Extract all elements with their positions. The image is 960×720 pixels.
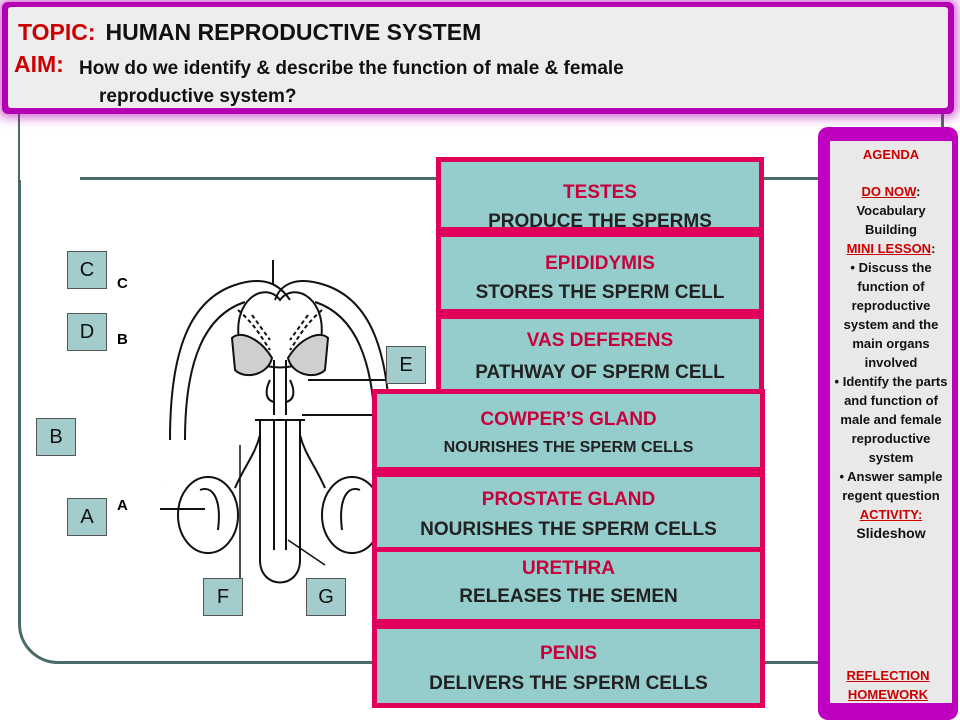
card-function: NOURISHES THE SPERM CELLS: [420, 519, 717, 540]
aim-line-1: How do we identify & describe the functi…: [79, 58, 624, 79]
card-title: URETHRA: [522, 558, 615, 579]
card-function: PATHWAY OF SPERM CELL: [475, 362, 725, 383]
card-title: EPIDIDYMIS: [545, 253, 655, 274]
card-title: PENIS: [539, 643, 598, 664]
male-reproductive-diagram: [160, 260, 395, 600]
topic-value: HUMAN REPRODUCTIVE SYSTEM: [105, 19, 482, 45]
card-title: COWPER’S GLAND: [480, 409, 657, 430]
agenda-bullet-1: • Discuss the function of reproductive s…: [843, 260, 939, 370]
agenda-activity-text: Slideshow: [856, 525, 926, 541]
card-prostate-gland[interactable]: PROSTATE GLAND NOURISHES THE SPERM CELLS: [372, 472, 765, 552]
card-vas-deferens[interactable]: VAS DEFERENS PATHWAY OF SPERM CELL: [436, 314, 764, 398]
card-function: DELIVERS THE SPERM CELLS: [429, 673, 708, 694]
card-function: PRODUCE THE SPERMS: [488, 211, 712, 232]
card-title: VAS DEFERENS: [526, 330, 674, 351]
agenda-activity-label: ACTIVITY:: [859, 507, 923, 522]
agenda-reflection[interactable]: REFLECTION: [846, 668, 930, 683]
topic-line: TOPIC: HUMAN REPRODUCTIVE SYSTEM: [18, 19, 481, 46]
agenda-bullet-3: • Answer sample regent question: [839, 469, 943, 503]
label-e[interactable]: E: [386, 346, 426, 384]
card-epididymis[interactable]: EPIDIDYMIS STORES THE SPERM CELL: [436, 232, 764, 314]
agenda-footer: REFLECTION HOMEWORK: [818, 666, 958, 704]
topic-key: TOPIC:: [18, 19, 96, 45]
agenda-bullet-2: • Identify the parts and function of mal…: [834, 374, 948, 465]
title-banner-inner: TOPIC: HUMAN REPRODUCTIVE SYSTEM AIM: How…: [8, 7, 948, 108]
label-a[interactable]: A: [67, 498, 107, 536]
aim-text: How do we identify & describe the functi…: [79, 55, 799, 111]
label-b[interactable]: B: [36, 418, 76, 456]
do-now-label: DO NOW: [861, 184, 917, 199]
aim-key: AIM:: [14, 51, 64, 77]
diagram-letter-b: B: [117, 331, 128, 348]
aim-line-2: reproductive system?: [99, 86, 297, 107]
agenda-do-now: DO NOW:: [861, 184, 921, 199]
card-testes[interactable]: TESTES PRODUCE THE SPERMS: [436, 157, 764, 232]
agenda-content: AGENDA DO NOW: Vocabulary Building MINI …: [830, 141, 952, 703]
title-banner: TOPIC: HUMAN REPRODUCTIVE SYSTEM AIM: How…: [2, 2, 954, 114]
card-function: STORES THE SPERM CELL: [475, 282, 725, 303]
card-cowpers-gland[interactable]: COWPER’S GLAND NOURISHES THE SPERM CELLS: [372, 389, 765, 472]
card-urethra[interactable]: URETHRA RELEASES THE SEMEN: [372, 540, 765, 624]
label-f[interactable]: F: [203, 578, 243, 616]
agenda-mini-lesson: MINI LESSON:: [846, 241, 936, 256]
card-function: RELEASES THE SEMEN: [459, 586, 678, 607]
diagram-letter-a: A: [117, 497, 128, 514]
card-title: PROSTATE GLAND: [481, 489, 656, 510]
label-g[interactable]: G: [306, 578, 346, 616]
card-penis[interactable]: PENIS DELIVERS THE SPERM CELLS: [372, 624, 765, 708]
agenda-do-now-text: Vocabulary Building: [856, 203, 926, 237]
label-c[interactable]: C: [67, 251, 107, 289]
card-title: TESTES: [563, 182, 637, 203]
agenda-homework[interactable]: HOMEWORK: [847, 687, 929, 702]
agenda-title: AGENDA: [862, 147, 920, 162]
agenda-panel: AGENDA DO NOW: Vocabulary Building MINI …: [818, 127, 958, 720]
card-function: NOURISHES THE SPERM CELLS: [443, 439, 694, 456]
label-d[interactable]: D: [67, 313, 107, 351]
mini-lesson-label: MINI LESSON: [846, 241, 932, 256]
diagram-letter-c: C: [117, 275, 128, 292]
